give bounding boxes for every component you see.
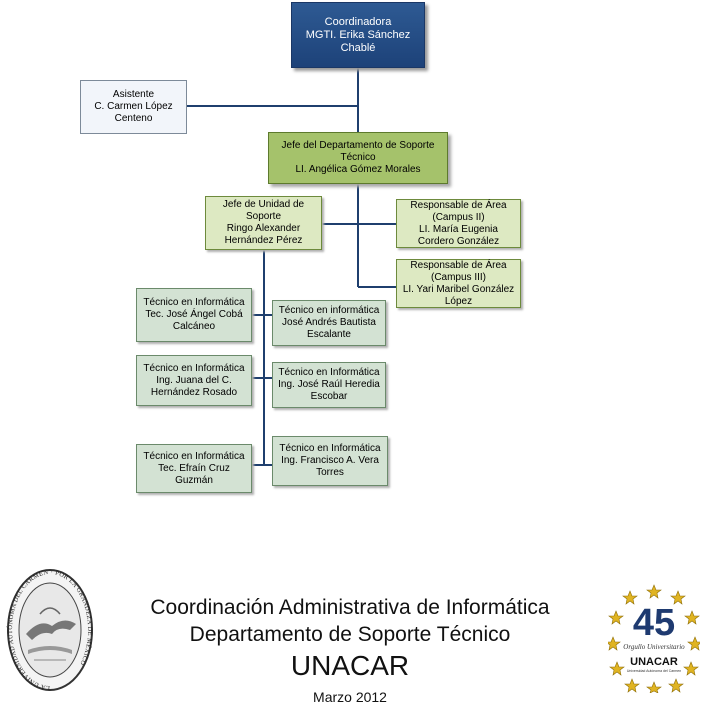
chief-title-1: Jefe del Departamento de Soporte <box>281 140 435 151</box>
tech-left-3-title: Técnico en Informática <box>143 450 245 462</box>
star-ring-icon <box>608 584 700 693</box>
chief-name: LI. Angélica Gómez Morales <box>295 164 421 175</box>
footer-line-1: Coordinación Administrativa de Informáti… <box>150 596 550 619</box>
footer-line-2: Departamento de Soporte Técnico <box>189 623 511 646</box>
area-campus3-campus: (Campus III) <box>430 271 486 283</box>
tech-right-3-name-2: Torres <box>316 467 344 478</box>
coordinator-name-1: MGTI. Erika Sánchez <box>305 28 411 41</box>
anniversary-script: Orgullo Universitario <box>623 643 685 651</box>
tech-right-1-box: Técnico en informática José Andrés Bauti… <box>272 300 386 346</box>
area-campus2-campus: (Campus II) <box>432 211 485 223</box>
anniversary-small: Universidad Autónoma del Carmen <box>627 669 681 673</box>
tech-right-1-title: Técnico en informática <box>278 305 380 316</box>
area-campus3-name-2: López <box>444 295 473 307</box>
chief-title-2: Técnico <box>340 152 376 163</box>
tech-left-2-name-2: Hernández Rosado <box>150 386 238 398</box>
tech-left-3-box: Técnico en Informática Tec. Efraín Cruz … <box>136 444 252 493</box>
tech-left-1-name-1: Tec. José Ángel Cobá <box>145 309 243 320</box>
area-campus2-box: Responsable de Área (Campus II) LI. Marí… <box>396 199 521 248</box>
assistant-name-2: Centeno <box>114 113 153 124</box>
unit-head-name-2: Hernández Pérez <box>224 235 303 246</box>
anniversary-number: 45 <box>633 602 675 644</box>
unit-head-name-1: Ringo Alexander <box>226 223 301 234</box>
footer-line-4: Marzo 2012 <box>313 689 387 705</box>
tech-left-1-name-2: Calcáneo <box>172 321 216 332</box>
tech-right-2-title: Técnico en Informática <box>278 367 380 378</box>
coordinator-box: Coordinadora MGTI. Erika Sánchez Chablé <box>291 2 425 68</box>
tech-left-3-name-2: Guzmán <box>175 474 213 486</box>
tech-left-2-title: Técnico en Informática <box>143 362 245 374</box>
area-campus2-name-2: Cordero González <box>417 235 500 247</box>
coordinator-title: Coordinadora <box>324 15 392 28</box>
area-campus3-box: Responsable de Área (Campus III) LI. Yar… <box>396 259 521 308</box>
area-campus2-name-1: LI. María Eugenia <box>419 223 498 235</box>
tech-left-2-name-1: Ing. Juana del C. <box>156 374 232 386</box>
tech-right-3-title: Técnico en Informática <box>279 443 381 454</box>
university-seal-logo: LA UNIVERSIDAD AUTÓNOMA DEL CARMEN · POR… <box>6 569 93 691</box>
chief-box: Jefe del Departamento de Soporte Técnico… <box>268 132 448 184</box>
tech-left-1-title: Técnico en Informática <box>143 297 245 308</box>
tech-left-2-box: Técnico en Informática Ing. Juana del C.… <box>136 355 252 406</box>
tech-right-3-box: Técnico en Informática Ing. Francisco A.… <box>272 436 388 486</box>
unit-head-title-2: Soporte <box>245 211 282 222</box>
tech-right-3-name-1: Ing. Francisco A. Vera <box>281 455 379 466</box>
tech-right-2-name-1: Ing. José Raúl Heredia <box>278 379 380 390</box>
tech-left-1-box: Técnico en Informática Tec. José Ángel C… <box>136 288 252 342</box>
assistant-box: Asistente C. Carmen López Centeno <box>80 80 187 134</box>
area-campus3-name-1: LI. Yari Maribel González <box>402 283 515 295</box>
tech-right-2-name-2: Escobar <box>310 391 348 402</box>
anniversary-name: UNACAR <box>630 656 678 668</box>
footer-line-3: UNACAR <box>290 650 410 681</box>
coordinator-name-2: Chablé <box>340 41 376 54</box>
tech-right-1-name-1: José Andrés Bautista <box>282 317 376 328</box>
area-campus2-title: Responsable de Área <box>410 199 507 211</box>
unit-head-box: Jefe de Unidad de Soporte Ringo Alexande… <box>205 196 322 250</box>
tech-right-2-box: Técnico en Informática Ing. José Raúl He… <box>272 362 386 408</box>
tech-left-3-name-1: Tec. Efraín Cruz <box>158 462 230 474</box>
assistant-title: Asistente <box>112 89 155 100</box>
assistant-name-1: C. Carmen López <box>94 101 173 112</box>
area-campus3-title: Responsable de Área <box>410 259 507 271</box>
unit-head-title-1: Jefe de Unidad de <box>222 199 305 210</box>
anniversary-45-logo: 45 Orgullo Universitario UNACAR Universi… <box>608 584 700 693</box>
tech-right-1-name-2: Escalante <box>307 329 351 340</box>
